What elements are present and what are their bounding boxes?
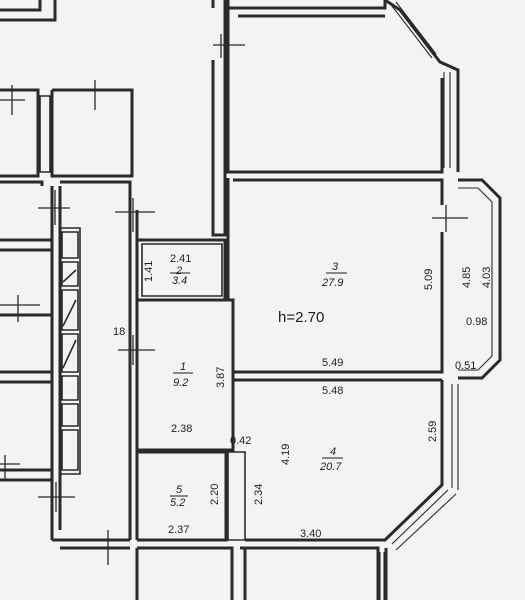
room-5-number: 5: [176, 484, 183, 496]
dim-2-38: 2.38: [171, 423, 192, 435]
room-5-area: 5.2: [170, 497, 185, 509]
dim-2-20: 2.20: [209, 484, 221, 505]
dim-5-09: 5.09: [423, 269, 435, 290]
room-1-number: 1: [180, 361, 186, 373]
room-3-number: 3: [332, 261, 339, 273]
room-3-area: 27.9: [321, 277, 343, 289]
dimension-ticks: [0, 34, 468, 565]
room-labels: 3 27.9 h=2.70 1 9.2 4 20.7 5 5.2 2 3.4: [170, 261, 347, 509]
room-4-number: 4: [330, 446, 336, 458]
dim-0-51: 0.51: [455, 360, 476, 372]
ceiling-height: h=2.70: [278, 309, 324, 326]
dim-5-49: 5.49: [322, 357, 343, 369]
dim-18: 18: [113, 326, 125, 338]
dimension-labels: 2.41 1.41 18 5.09 4.85 4.03 0.98 5.49 0.…: [113, 253, 493, 540]
dim-0-42: 0.42: [230, 435, 251, 447]
dim-0-98: 0.98: [466, 316, 487, 328]
dim-3-40: 3.40: [300, 528, 321, 540]
dim-3-87: 3.87: [215, 367, 227, 388]
dim-5-48: 5.48: [322, 385, 343, 397]
dim-4-03: 4.03: [481, 267, 493, 288]
dim-4-19: 4.19: [280, 444, 292, 465]
walls: [0, 0, 502, 600]
room-1-area: 9.2: [173, 377, 188, 389]
room-4-area: 20.7: [319, 461, 342, 473]
dim-2-59: 2.59: [427, 421, 439, 442]
dim-2-41: 2.41: [170, 253, 191, 265]
dim-2-37: 2.37: [168, 524, 189, 536]
room-2-area: 3.4: [172, 275, 187, 287]
room-2-number: 2: [175, 265, 182, 277]
dim-2-34: 2.34: [253, 484, 265, 505]
dim-4-85: 4.85: [461, 267, 473, 288]
dim-1-41: 1.41: [143, 261, 155, 282]
